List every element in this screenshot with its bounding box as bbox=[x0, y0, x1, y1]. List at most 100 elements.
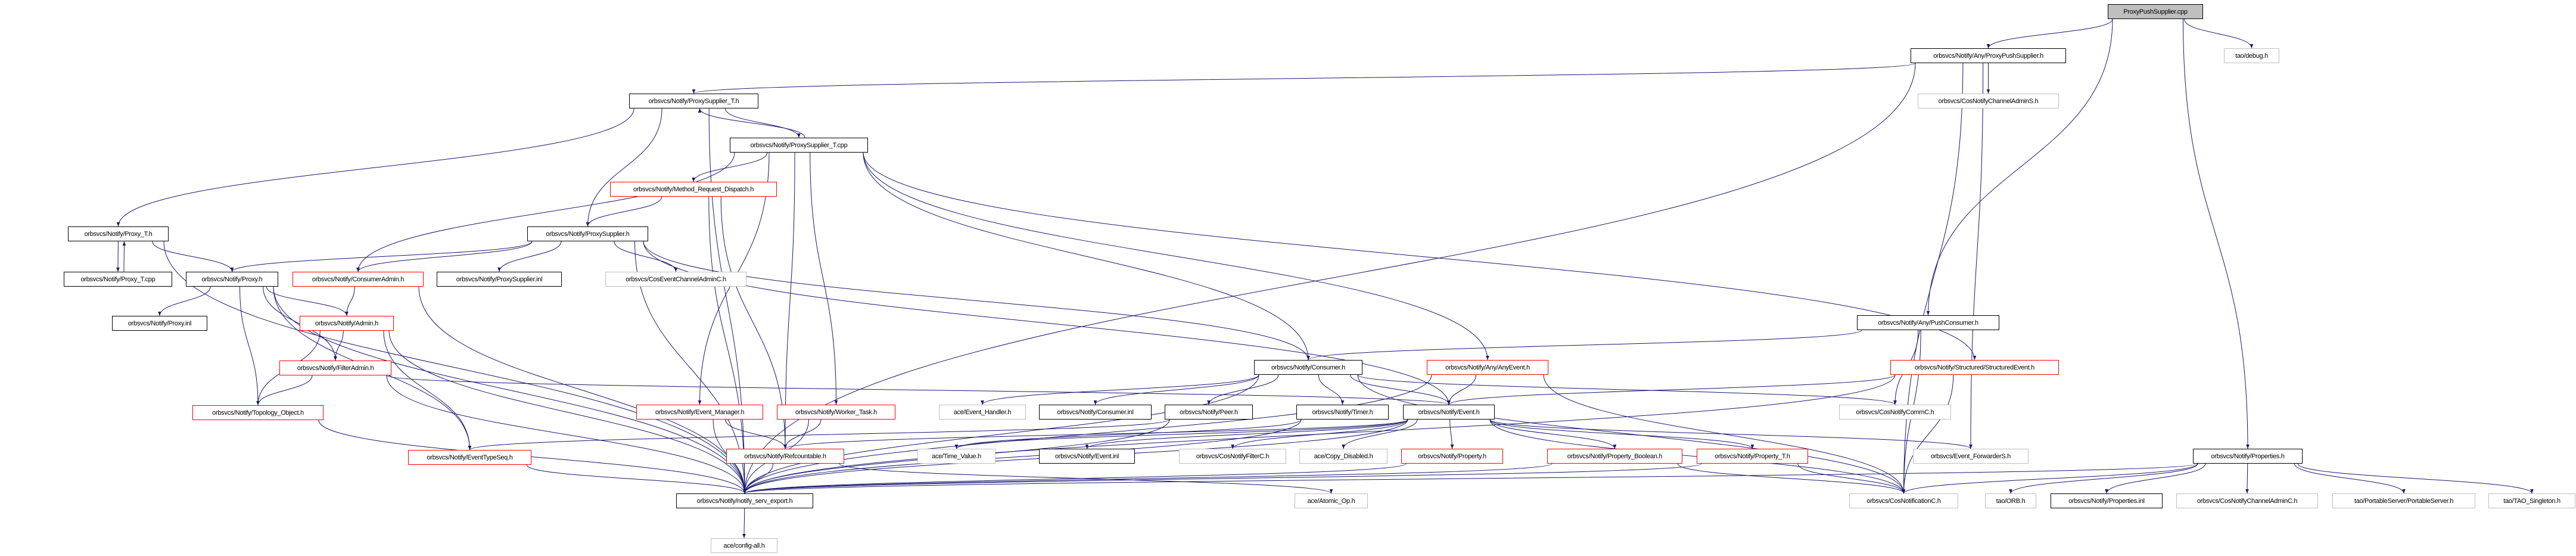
edge-Admin-to-EventTypeSeq bbox=[383, 330, 472, 451]
edge-MRD-to-export bbox=[708, 196, 746, 494]
edge-PropT-to-export bbox=[743, 463, 1702, 494]
edge-WorkerTask-to-Refcountable bbox=[783, 419, 822, 449]
edge-Properties_h-to-PropertiesInl bbox=[2105, 463, 2206, 494]
node-label: orbsvcs/Notify/Any/PushConsumer.h bbox=[1878, 319, 1978, 327]
graph-node[interactable]: orbsvcs/Notify/ConsumerAdmin.h bbox=[293, 272, 424, 287]
graph-node[interactable]: orbsvcs/Notify/FilterAdmin.h bbox=[279, 361, 391, 375]
edge-PST_h-to-PS_h bbox=[586, 108, 662, 227]
edge-Consumer_h-to-ConsumerInl bbox=[1093, 374, 1259, 405]
edge-PropT-to-NotifC bbox=[1797, 463, 1906, 494]
edge-Properties_h-to-PortableServer bbox=[2294, 463, 2406, 494]
edge-PS_h-to-CA bbox=[356, 241, 533, 272]
edge-PT_h-to-Proxy_h bbox=[152, 241, 234, 272]
graph-node: orbsvcs/CosNotificationC.h bbox=[1849, 493, 1958, 508]
graph-node[interactable]: orbsvcs/Notify/Event_Manager.h bbox=[636, 405, 763, 420]
graph-node[interactable]: orbsvcs/Notify/ProxySupplier.h bbox=[527, 226, 648, 241]
graph-node[interactable]: orbsvcs/Notify/Refcountable.h bbox=[726, 449, 844, 464]
graph-node[interactable]: orbsvcs/Notify/EventTypeSeq.h bbox=[408, 450, 531, 465]
graph-node[interactable]: orbsvcs/Notify/Proxy_T.h bbox=[68, 226, 169, 241]
node-label: orbsvcs/Notify/EventTypeSeq.h bbox=[427, 454, 513, 461]
node-label: orbsvcs/Notify/Structured/StructuredEven… bbox=[1914, 364, 2035, 371]
edge-PST_cpp-to-WorkerTask bbox=[810, 152, 838, 405]
edge-root-to-APS bbox=[1986, 18, 2113, 49]
node-label: ace/Time_Value.h bbox=[932, 452, 981, 460]
graph-node[interactable]: orbsvcs/Notify/Timer.h bbox=[1296, 405, 1389, 420]
edge-Timer-to-export bbox=[743, 419, 1302, 494]
graph-node[interactable]: orbsvcs/Notify/Property_Boolean.h bbox=[1547, 449, 1682, 464]
graph-node[interactable]: orbsvcs/Notify/Peer.h bbox=[1165, 405, 1253, 420]
graph-node[interactable]: orbsvcs/Notify/Any/PushConsumer.h bbox=[1857, 315, 1999, 330]
graph-node[interactable]: orbsvcs/Notify/Topology_Object.h bbox=[192, 405, 323, 420]
graph-node[interactable]: orbsvcs/Notify/Structured/StructuredEven… bbox=[1890, 360, 2059, 375]
edge-PS_h-to-PS_inl bbox=[497, 241, 562, 272]
edge-PST_cpp-to-SE bbox=[863, 152, 1977, 361]
node-label: orbsvcs/CosEventChannelAdminC.h bbox=[626, 275, 726, 283]
graph-node[interactable]: orbsvcs/Notify/Proxy.inl bbox=[112, 316, 207, 331]
edge-CA-to-export bbox=[418, 286, 746, 494]
node-label: orbsvcs/Notify/Refcountable.h bbox=[744, 452, 826, 460]
edge-Event_h-to-FilterC bbox=[1231, 419, 1408, 449]
edge-Consumer_h-to-export bbox=[743, 374, 1259, 494]
edge-PST_cpp-to-AnyEvent bbox=[863, 152, 1489, 361]
node-label: orbsvcs/CosNotifyFilterC.h bbox=[1196, 452, 1270, 460]
node-label: orbsvcs/Notify/Any/ProxyPushSupplier.h bbox=[1933, 52, 2043, 60]
node-label: orbsvcs/Notify/ProxySupplier.inl bbox=[456, 275, 543, 283]
node-label: orbsvcs/Notify/Proxy.h bbox=[201, 275, 263, 283]
edge-root-to-debug bbox=[2183, 18, 2254, 49]
graph-node[interactable]: orbsvcs/Notify/ProxySupplier_T.h bbox=[629, 94, 758, 108]
graph-node[interactable]: orbsvcs/Notify/Properties.h bbox=[2193, 449, 2303, 464]
graph-node[interactable]: orbsvcs/Notify/Property_T.h bbox=[1697, 449, 1808, 464]
graph-node[interactable]: orbsvcs/Notify/Any/ProxyPushSupplier.h bbox=[1911, 48, 2066, 63]
graph-node[interactable]: orbsvcs/Notify/Proxy_T.cpp bbox=[64, 272, 172, 287]
edge-Admin-to-export bbox=[388, 330, 746, 494]
graph-node[interactable]: orbsvcs/Notify/ProxySupplier_T.cpp bbox=[730, 138, 868, 153]
graph-node: orbsvcs/CosNotifyChannelAdminS.h bbox=[1918, 94, 2059, 108]
graph-node[interactable]: orbsvcs/Notify/Event.h bbox=[1403, 405, 1495, 420]
edge-Consumer_h-to-EvHandler bbox=[981, 374, 1259, 405]
graph-node[interactable]: orbsvcs/Notify/ProxySupplier.inl bbox=[437, 272, 562, 287]
edge-root-to-APC bbox=[1926, 18, 2113, 316]
node-label: orbsvcs/Notify/Peer.h bbox=[1180, 408, 1238, 416]
edge-Consumer_h-to-Peer bbox=[1207, 374, 1279, 405]
node-label: ace/config-all.h bbox=[723, 542, 765, 549]
edge-Properties_h-to-export bbox=[743, 463, 2198, 494]
graph-node[interactable]: orbsvcs/Notify/Any/AnyEvent.h bbox=[1427, 360, 1548, 375]
edge-APS-to-EFS bbox=[1969, 63, 1984, 449]
node-label: orbsvcs/Notify/Proxy_T.h bbox=[84, 230, 153, 238]
graph-node[interactable]: orbsvcs/Notify/Method_Request_Dispatch.h bbox=[610, 182, 777, 197]
edge-Property-to-export bbox=[743, 463, 1407, 494]
graph-node[interactable]: orbsvcs/Notify/Event.inl bbox=[1039, 449, 1135, 464]
node-label: orbsvcs/Notify/Any/AnyEvent.h bbox=[1445, 364, 1530, 371]
node-label: orbsvcs/Notify/Worker_Task.h bbox=[795, 408, 877, 416]
graph-node[interactable]: orbsvcs/Notify/Property.h bbox=[1401, 449, 1503, 464]
edge-PS_h-to-Proxy_h bbox=[230, 241, 533, 272]
node-label: orbsvcs/CosNotifyChannelAdminC.h bbox=[2197, 497, 2298, 505]
graph-node[interactable]: orbsvcs/Notify/Admin.h bbox=[300, 316, 394, 331]
edge-EventTypeSeq-to-export bbox=[526, 464, 746, 494]
graph-node[interactable]: orbsvcs/Notify/Consumer.inl bbox=[1039, 405, 1152, 420]
node-label: orbsvcs/Notify/Admin.h bbox=[315, 319, 378, 327]
edge-SE-to-Event_h bbox=[1447, 374, 1896, 405]
edge-APS-to-NotifC bbox=[1902, 63, 1964, 494]
graph-node: tao/PortableServer/PortableServer.h bbox=[2332, 493, 2475, 508]
node-label: orbsvcs/Notify/Property_Boolean.h bbox=[1567, 452, 1663, 460]
edge-Topology-to-export bbox=[318, 420, 746, 494]
graph-node[interactable]: orbsvcs/Notify/Worker_Task.h bbox=[777, 405, 895, 420]
graph-node[interactable]: orbsvcs/Notify/notify_serv_export.h bbox=[676, 493, 813, 508]
edge-FilterAdmin-to-export bbox=[386, 375, 746, 494]
graph-node: ace/Time_Value.h bbox=[917, 449, 995, 464]
node-label: ace/Copy_Disabled.h bbox=[1314, 452, 1373, 460]
edge-Consumer_h-to-Event_h bbox=[1350, 374, 1451, 405]
edge-PS_h-to-Consumer_h bbox=[643, 241, 1310, 361]
edge-EvMgr-to-Refcountable bbox=[725, 419, 787, 449]
edge-Timer-to-TimeValue bbox=[954, 419, 1302, 449]
edge-AnyEvent-to-Event_h bbox=[1447, 374, 1476, 405]
node-label: tao/PortableServer/PortableServer.h bbox=[2354, 497, 2454, 505]
graph-node[interactable]: orbsvcs/Notify/Properties.inl bbox=[2051, 493, 2163, 508]
edge-PST_h-to-PST_cpp bbox=[724, 108, 801, 138]
graph-node[interactable]: orbsvcs/Notify/Consumer.h bbox=[1254, 360, 1362, 375]
graph-node[interactable]: orbsvcs/Notify/Proxy.h bbox=[186, 272, 278, 287]
graph-node: orbsvcs/Event_ForwarderS.h bbox=[1913, 449, 2029, 464]
node-label: orbsvcs/Notify/Event_Manager.h bbox=[655, 408, 745, 416]
edge-Proxy_h-to-FilterAdmin bbox=[263, 286, 337, 361]
